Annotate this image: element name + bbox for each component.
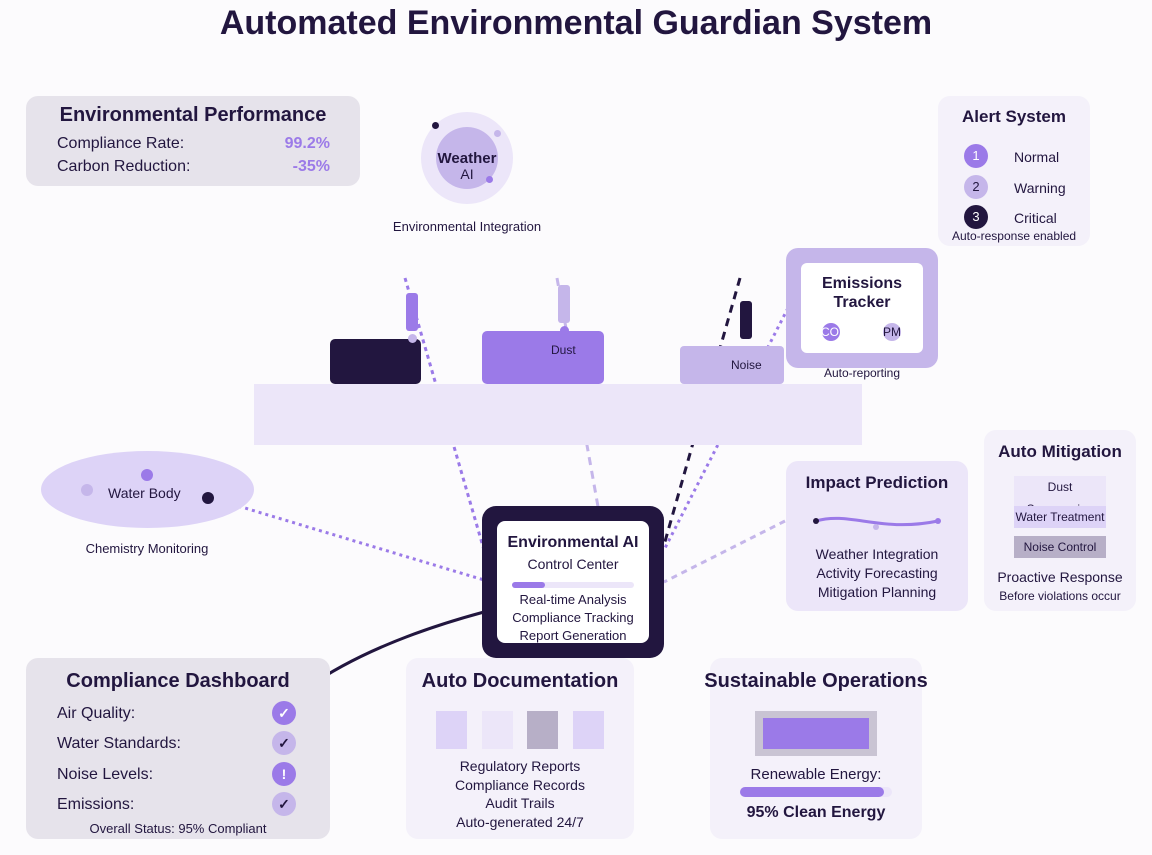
site-building-noise bbox=[680, 346, 784, 384]
connector-noise bbox=[662, 277, 742, 546]
emissions-status-icon: ✓ bbox=[272, 792, 296, 816]
alert-critical-label: Critical bbox=[1014, 210, 1057, 226]
chip-noise-control: Noise Control bbox=[1014, 536, 1106, 558]
dust-label: Dust bbox=[551, 343, 576, 357]
air-quality-status-icon: ✓ bbox=[272, 701, 296, 725]
alert-heading: Alert System bbox=[962, 107, 1066, 126]
documentation-panel: Auto Documentation Regulatory Reports Co… bbox=[406, 658, 634, 839]
water-caption: Chemistry Monitoring bbox=[85, 541, 209, 556]
weather-orbit-dot bbox=[486, 176, 493, 183]
energy-progress-track bbox=[740, 787, 892, 797]
energy-progress-fill bbox=[740, 787, 885, 797]
sensor-pole bbox=[406, 293, 418, 331]
co-sensor-dot bbox=[822, 323, 840, 341]
mitigation-panel: Auto Mitigation Dust Suppression Water T… bbox=[984, 430, 1136, 611]
weather-ai-line2: AI bbox=[460, 166, 474, 182]
documentation-line-records: Compliance Records bbox=[455, 777, 585, 793]
solar-panel-icon bbox=[763, 718, 869, 749]
emissions-line2: Tracker bbox=[833, 294, 891, 311]
water-label: Water Body bbox=[108, 485, 181, 501]
mitigation-footer1: Proactive Response bbox=[997, 569, 1123, 585]
weather-ai-line1: Weather bbox=[437, 150, 497, 167]
alert-normal-label: Normal bbox=[1014, 149, 1060, 165]
alert-footer: Auto-response enabled bbox=[951, 229, 1077, 243]
dashboard-air-label: Air Quality: bbox=[57, 705, 136, 722]
alert-panel: Alert System 1 Normal 2 Warning 3 Critic… bbox=[938, 96, 1090, 246]
water-body bbox=[41, 451, 254, 528]
control-sub: Control Center bbox=[527, 556, 619, 572]
performance-heading: Environmental Performance bbox=[59, 104, 327, 126]
document-icon bbox=[527, 711, 558, 749]
control-line-report: Report Generation bbox=[519, 628, 627, 643]
connector-water bbox=[204, 494, 485, 582]
control-line-tracking: Compliance Tracking bbox=[512, 610, 634, 625]
carbon-reduction-value: -35% bbox=[292, 158, 330, 175]
document-icon bbox=[573, 711, 604, 749]
pm-label: PM bbox=[883, 325, 901, 339]
dashboard-footer: Overall Status: 95% Compliant bbox=[89, 821, 267, 836]
dust-sensor-dot bbox=[560, 326, 569, 335]
water-sensor-dot bbox=[202, 492, 214, 504]
dashboard-water-label: Water Standards: bbox=[57, 735, 181, 752]
compliance-rate-label: Compliance Rate: bbox=[57, 135, 185, 152]
control-heading: Environmental AI bbox=[507, 534, 639, 551]
documentation-line-reports: Regulatory Reports bbox=[459, 758, 581, 774]
impact-trend-curve bbox=[813, 516, 941, 530]
site-platform bbox=[254, 384, 862, 445]
dashboard-noise-label: Noise Levels: bbox=[57, 766, 154, 783]
impact-panel: Impact Prediction Weather Integration Ac… bbox=[786, 461, 968, 611]
water-sensor-dot bbox=[141, 469, 153, 481]
water-sensor-dot bbox=[81, 484, 93, 496]
dust-sensor-pole bbox=[558, 285, 570, 323]
impact-line-activity: Activity Forecasting bbox=[816, 565, 938, 581]
documentation-line-audit: Audit Trails bbox=[485, 795, 555, 811]
control-progress-track bbox=[512, 582, 634, 588]
alert-critical-badge: 3 bbox=[964, 205, 988, 229]
dashboard-emissions-label: Emissions: bbox=[57, 796, 135, 813]
dashboard-heading: Compliance Dashboard bbox=[66, 670, 290, 692]
sustainable-heading: Sustainable Operations bbox=[704, 670, 928, 692]
weather-orbit-dot bbox=[494, 130, 501, 137]
documentation-line-auto: Auto-generated 24/7 bbox=[456, 814, 584, 830]
alert-warning-label: Warning bbox=[1014, 180, 1066, 196]
impact-line-mitigation: Mitigation Planning bbox=[817, 584, 937, 600]
control-progress-fill bbox=[512, 582, 545, 588]
connector-impact bbox=[663, 519, 786, 584]
co-label: CO bbox=[821, 325, 839, 339]
dashboard-panel: Compliance Dashboard Air Quality: ✓ Wate… bbox=[26, 658, 330, 839]
sustainable-label: Renewable Energy: bbox=[750, 766, 882, 783]
performance-panel: Environmental Performance Compliance Rat… bbox=[26, 96, 360, 186]
mitigation-heading: Auto Mitigation bbox=[998, 442, 1122, 461]
pm-sensor-dot bbox=[883, 323, 901, 341]
site-building-dust bbox=[482, 331, 604, 384]
chip-water-treatment: Water Treatment bbox=[1014, 506, 1106, 528]
emissions-line1: Emissions bbox=[821, 275, 903, 292]
compliance-rate-value: 99.2% bbox=[284, 135, 330, 152]
document-icon bbox=[482, 711, 513, 749]
noise-levels-status-icon: ! bbox=[272, 762, 296, 786]
sensor-dot bbox=[408, 334, 417, 343]
sustainable-value: 95% Clean Energy bbox=[746, 804, 886, 821]
water-standards-status-icon: ✓ bbox=[272, 731, 296, 755]
control-line-analysis: Real-time Analysis bbox=[519, 592, 627, 607]
page-title: Automated Environmental Guardian System bbox=[219, 4, 933, 42]
document-icon bbox=[436, 711, 467, 749]
impact-line-weather: Weather Integration bbox=[815, 546, 939, 562]
alert-warning-badge: 2 bbox=[964, 175, 988, 199]
impact-heading: Impact Prediction bbox=[805, 473, 949, 492]
noise-sensor-pole bbox=[740, 301, 752, 339]
weather-ai-caption: Environmental Integration bbox=[392, 219, 542, 234]
documentation-heading: Auto Documentation bbox=[421, 670, 619, 692]
weather-orbit-dot bbox=[432, 122, 439, 129]
control-center: Environmental AI Control Center Real-tim… bbox=[482, 506, 664, 658]
emissions-tracker: Emissions Tracker CO PM bbox=[786, 248, 938, 368]
carbon-reduction-label: Carbon Reduction: bbox=[57, 158, 191, 175]
mitigation-footer2: Before violations occur bbox=[999, 589, 1121, 603]
noise-label: Noise bbox=[731, 358, 762, 372]
site-building-dark bbox=[330, 339, 421, 384]
emissions-caption: Auto-reporting bbox=[823, 366, 901, 380]
alert-normal-badge: 1 bbox=[964, 144, 988, 168]
sustainable-panel: Sustainable Operations Renewable Energy:… bbox=[704, 658, 928, 839]
emissions-screen bbox=[801, 263, 923, 353]
